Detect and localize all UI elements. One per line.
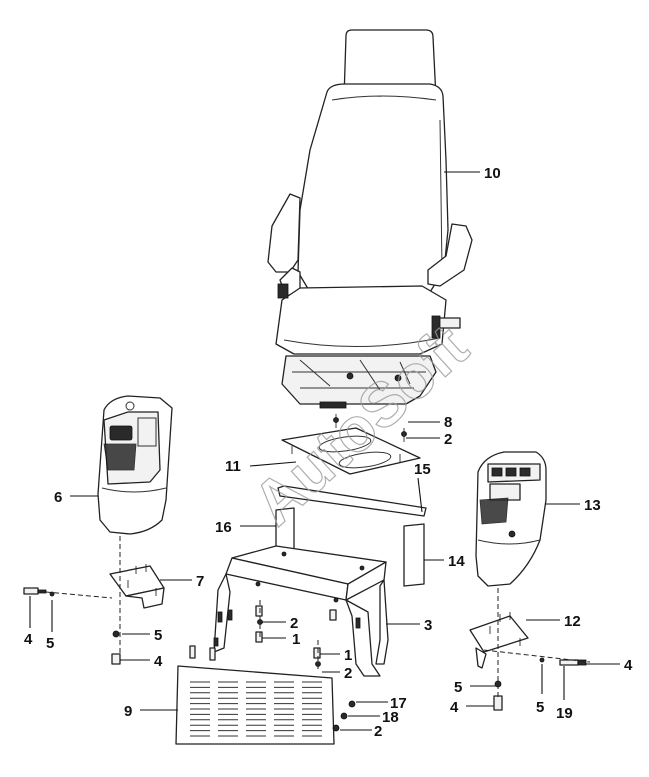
left-console <box>97 395 173 535</box>
right-console-bracket <box>469 612 529 669</box>
callout-9: 9 <box>124 703 132 720</box>
callout-4: 4 <box>450 699 459 716</box>
grille-panel <box>175 665 335 745</box>
callout-2: 2 <box>290 615 298 632</box>
callout-4: 4 <box>154 653 163 670</box>
callout-2: 2 <box>444 431 452 448</box>
callout-labels: 10 8 2 11 15 6 13 16 14 7 3 12 4 5 2 1 5… <box>24 165 633 740</box>
callout-14: 14 <box>448 553 465 570</box>
left-console-bracket <box>109 564 165 609</box>
callout-5: 5 <box>154 627 162 644</box>
callout-13: 13 <box>584 497 601 514</box>
leader-lines <box>29 171 620 731</box>
callout-4: 4 <box>24 631 33 648</box>
mounting-plate <box>281 414 421 475</box>
callout-17: 17 <box>390 695 407 712</box>
callout-7: 7 <box>196 573 204 590</box>
cross-bar <box>277 485 427 517</box>
base-frame <box>213 545 389 677</box>
callout-5: 5 <box>46 635 54 652</box>
callout-19: 19 <box>556 705 573 722</box>
callout-4: 4 <box>624 657 633 674</box>
callout-2: 2 <box>344 665 352 682</box>
callout-10: 10 <box>484 165 501 182</box>
callout-2: 2 <box>374 723 382 740</box>
callout-5: 5 <box>536 699 544 716</box>
callout-5: 5 <box>454 679 462 696</box>
seat-assembly <box>267 29 473 409</box>
callout-11: 11 <box>225 458 241 475</box>
callout-15: 15 <box>414 461 431 478</box>
callout-1: 1 <box>344 647 352 664</box>
right-console <box>475 451 547 587</box>
callout-3: 3 <box>424 617 432 634</box>
callout-18: 18 <box>382 709 399 726</box>
callout-6: 6 <box>54 489 62 506</box>
callout-1: 1 <box>292 631 300 648</box>
callout-16: 16 <box>215 519 232 536</box>
assembly-axes <box>45 536 591 700</box>
callout-12: 12 <box>564 613 581 630</box>
callout-8: 8 <box>444 414 452 431</box>
